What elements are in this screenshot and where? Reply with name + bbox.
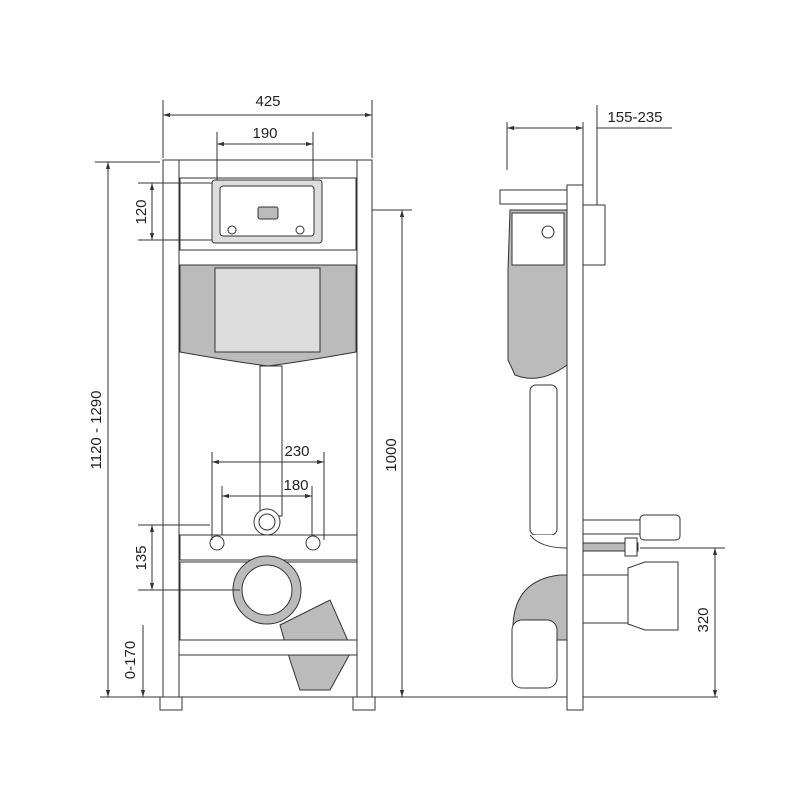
dim-135: 135 (133, 545, 150, 570)
dim-0-170: 0-170 (122, 641, 139, 679)
bolt-right (305, 535, 321, 551)
side-flush-pipe (529, 384, 558, 536)
front-view (159, 159, 376, 711)
side-outlet-connector (582, 574, 629, 624)
dim-1000: 1000 (383, 438, 400, 471)
flush-pipe (259, 365, 283, 517)
side-dimensions: 155-235 320 (506, 105, 725, 697)
side-view (499, 184, 681, 711)
flush-pipe-outlet (253, 508, 281, 536)
front-dimensions: 425 190 120 1120 - 1290 230 180 135 0-17… (88, 93, 412, 697)
cistern-inner (214, 267, 321, 353)
side-actuator-sleeve (582, 204, 606, 266)
dim-155-235: 155-235 (607, 109, 662, 126)
side-top-bracket (499, 189, 568, 205)
side-valve-box (511, 212, 565, 266)
outlet-hole (241, 564, 293, 616)
bolt-left (209, 535, 225, 551)
side-fitting (582, 519, 644, 535)
dim-320: 320 (695, 607, 712, 632)
top-bar (178, 159, 358, 179)
dim-1120-1290: 1120 - 1290 (88, 391, 105, 470)
dim-190: 190 (252, 125, 277, 142)
foot-left (159, 696, 183, 711)
dim-180: 180 (283, 477, 308, 494)
dim-425: 425 (255, 93, 280, 110)
left-post (162, 159, 180, 711)
side-bolt (582, 542, 639, 552)
bottom-bar (178, 639, 358, 656)
side-post (566, 184, 584, 711)
side-outlet-pipe (511, 619, 558, 689)
dim-120: 120 (133, 199, 150, 224)
dim-230: 230 (284, 443, 309, 460)
right-post (356, 159, 373, 711)
foot-right (352, 696, 376, 711)
